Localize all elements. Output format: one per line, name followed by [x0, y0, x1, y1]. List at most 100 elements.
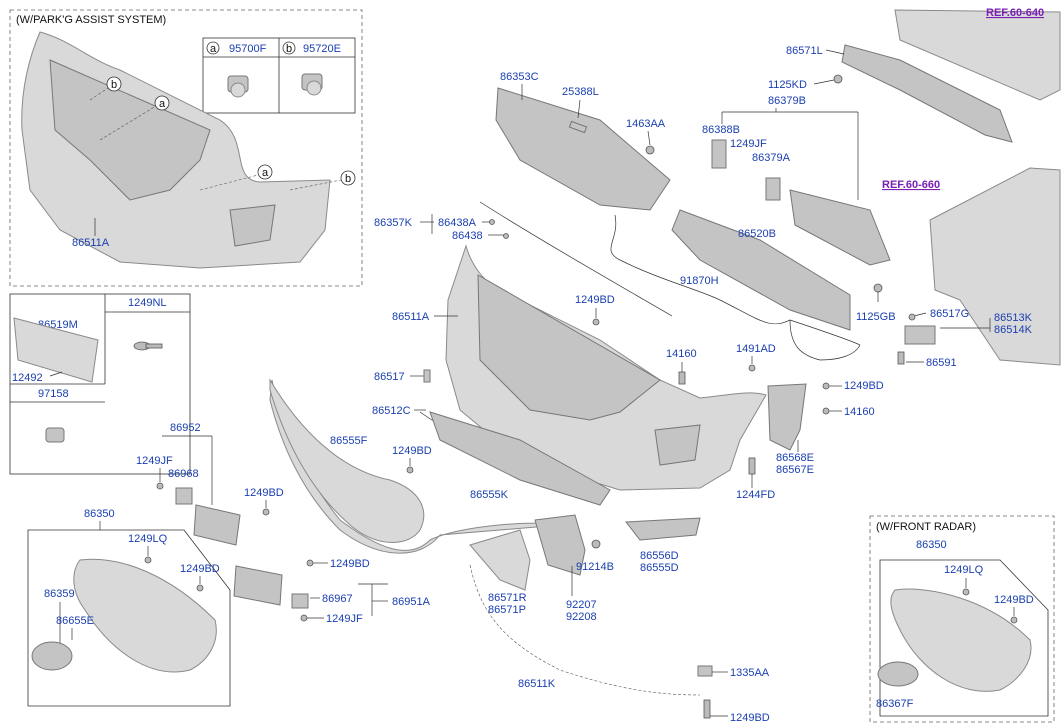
- label-92207[interactable]: 92207: [566, 599, 597, 611]
- label-86951A[interactable]: 86951A: [392, 596, 431, 608]
- screw-1249NL-icon: [133, 341, 163, 351]
- label-1249JF-b[interactable]: 1249JF: [326, 613, 363, 625]
- radar-emblem-panel: [890, 588, 1032, 692]
- label-86438A[interactable]: 86438A: [438, 217, 477, 229]
- bracket-86951A: [233, 565, 283, 606]
- label-86353C[interactable]: 86353C: [500, 71, 539, 83]
- label-86555K[interactable]: 86555K: [470, 489, 509, 501]
- label-1249BD-h[interactable]: 1249BD: [994, 594, 1034, 606]
- bracket-86556D: [625, 517, 701, 541]
- radar-bracket-group: 91214B 92207 92208 86556D 86555D: [534, 514, 701, 623]
- legend-b-letter: b: [286, 43, 292, 55]
- label-25388L[interactable]: 25388L: [562, 86, 599, 98]
- bracket-86388B: [711, 139, 727, 169]
- label-86520B[interactable]: 86520B: [738, 228, 776, 240]
- legend-a-part[interactable]: 95700F: [229, 43, 267, 55]
- legend-a-letter: a: [210, 43, 217, 55]
- label-86511A-main[interactable]: 86511A: [392, 311, 430, 323]
- lower-bracket-group: 1249BD 86967 86951A 1249JF: [233, 558, 431, 625]
- label-1249LQ-l[interactable]: 1249LQ: [128, 533, 168, 545]
- small-parts-grid: 86519M 12492 1249NL 97158: [9, 293, 191, 475]
- legend-b-circle: [282, 41, 296, 55]
- label-86512C[interactable]: 86512C: [372, 405, 411, 417]
- label-86357K[interactable]: 86357K: [374, 217, 413, 229]
- label-1249JF-l[interactable]: 1249JF: [136, 455, 173, 467]
- lower-strips: 86512C 86555K: [372, 405, 611, 506]
- label-97158[interactable]: 97158: [38, 388, 69, 400]
- label-1249BD-b[interactable]: 1249BD: [844, 380, 884, 392]
- energy-absorber: 86520B: [671, 209, 851, 331]
- label-86555D[interactable]: 86555D: [640, 562, 679, 574]
- svg-text:b: b: [111, 79, 117, 91]
- label-86556D[interactable]: 86556D: [640, 550, 679, 562]
- label-1249BD-e[interactable]: 1249BD: [180, 563, 220, 575]
- label-86571R[interactable]: 86571R: [488, 592, 527, 604]
- park-assist-inset-title: (W/PARK'G ASSIST SYSTEM): [16, 14, 166, 26]
- label-86567E[interactable]: 86567E: [776, 464, 814, 476]
- label-86967[interactable]: 86967: [322, 593, 353, 605]
- bracket-86379A: [765, 177, 781, 201]
- label-1249JF-top[interactable]: 1249JF: [730, 138, 767, 150]
- label-86388B[interactable]: 86388B: [702, 124, 740, 136]
- upper-strip: 86357K 86438A 86438: [374, 201, 673, 317]
- label-86517[interactable]: 86517: [374, 371, 405, 383]
- parking-sensor-b-icon: [301, 73, 323, 96]
- label-92208[interactable]: 92208: [566, 611, 597, 623]
- label-12492[interactable]: 12492: [12, 372, 43, 384]
- label-1491AD[interactable]: 1491AD: [736, 343, 776, 355]
- legend-a-circle: [206, 41, 220, 55]
- label-14160-a[interactable]: 14160: [666, 348, 697, 360]
- emblem-86359: [31, 641, 73, 671]
- ref-60-660[interactable]: REF.60-660: [882, 179, 940, 191]
- label-1335AA[interactable]: 1335AA: [730, 667, 770, 679]
- label-86968[interactable]: 86968: [168, 468, 199, 480]
- label-91214B[interactable]: 91214B: [576, 561, 614, 573]
- label-1244FD[interactable]: 1244FD: [736, 489, 775, 501]
- absorber-upper: [789, 189, 891, 266]
- label-86379B[interactable]: 86379B: [768, 95, 806, 107]
- label-86568E[interactable]: 86568E: [776, 452, 814, 464]
- label-1249BD-a[interactable]: 1249BD: [575, 294, 615, 306]
- label-86511K[interactable]: 86511K: [518, 678, 556, 690]
- label-1249BD-f[interactable]: 1249BD: [330, 558, 370, 570]
- label-86571L[interactable]: 86571L: [786, 45, 823, 57]
- legend-b-part[interactable]: 95720E: [303, 43, 341, 55]
- label-86571P[interactable]: 86571P: [488, 604, 526, 616]
- side-bracket-parts: 1125GB 86517G 86513K 86514K 86591: [856, 283, 1033, 369]
- label-86591[interactable]: 86591: [926, 357, 957, 369]
- label-86438[interactable]: 86438: [452, 230, 483, 242]
- label-1249BD-g[interactable]: 1249BD: [730, 712, 770, 724]
- label-14160-b[interactable]: 14160: [844, 406, 875, 418]
- label-86555F[interactable]: 86555F: [330, 435, 368, 447]
- label-86952[interactable]: 86952: [170, 422, 201, 434]
- label-1463AA[interactable]: 1463AA: [626, 118, 666, 130]
- label-1249BD-d[interactable]: 1249BD: [244, 487, 284, 499]
- fender-area: REF.60-660: [882, 167, 1061, 366]
- label-1249NL[interactable]: 1249NL: [128, 297, 167, 309]
- label-86350-r[interactable]: 86350: [916, 539, 947, 551]
- wire-harness-91870H: 91870H: [610, 214, 861, 361]
- label-86367F[interactable]: 86367F: [876, 698, 914, 710]
- label-86350-l[interactable]: 86350: [84, 508, 115, 520]
- label-86514K[interactable]: 86514K: [994, 324, 1033, 336]
- left-bracket-group: 86952 1249JF 86968 1249BD: [136, 422, 284, 546]
- label-86517G[interactable]: 86517G: [930, 308, 969, 320]
- label-86359[interactable]: 86359: [44, 588, 75, 600]
- label-1125GB[interactable]: 1125GB: [856, 311, 896, 323]
- label-86511A-inset[interactable]: 86511A: [72, 237, 110, 249]
- svg-text:b: b: [345, 173, 351, 185]
- label-1249LQ-r[interactable]: 1249LQ: [944, 564, 984, 576]
- emblem-panel-86350: [73, 558, 217, 673]
- label-86379A[interactable]: 86379A: [752, 152, 791, 164]
- label-1249BD-c[interactable]: 1249BD: [392, 445, 432, 457]
- label-1125KD[interactable]: 1125KD: [768, 79, 807, 91]
- park-assist-inset: (W/PARK'G ASSIST SYSTEM) a 95700F b 9572…: [9, 9, 363, 287]
- label-86513K[interactable]: 86513K: [994, 312, 1033, 324]
- park-assist-inset-frame: [9, 9, 363, 287]
- label-91870H[interactable]: 91870H: [680, 275, 719, 287]
- label-86655E[interactable]: 86655E: [56, 615, 94, 627]
- ref-60-640[interactable]: REF.60-640: [986, 7, 1044, 19]
- bumper-beam-area: REF.60-640 86571L 1125KD 86379B 86388B 1…: [702, 7, 1061, 266]
- front-radar-inset-frame: [869, 515, 1055, 723]
